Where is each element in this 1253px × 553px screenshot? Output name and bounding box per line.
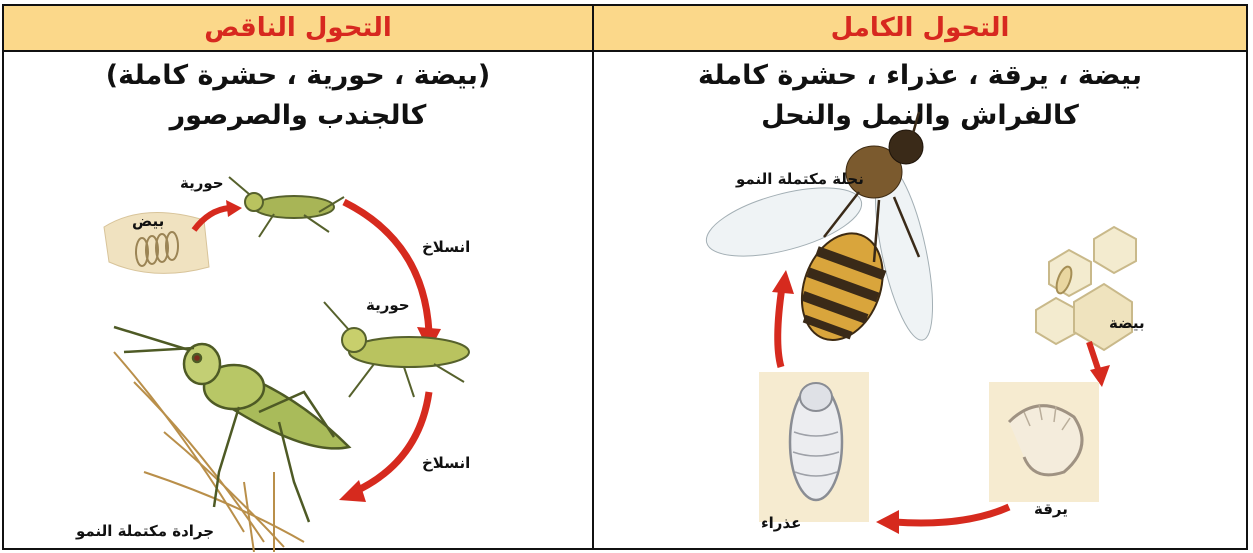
nymph-medium-icon	[324, 302, 469, 397]
label-larva: يرقة	[1034, 500, 1068, 518]
pupa-icon	[759, 372, 869, 522]
incomplete-metamorphosis-header: التحول الناقص	[4, 6, 594, 52]
arrow-larva-to-pupa	[894, 507, 1009, 523]
label-molt-2: انسلاخ	[422, 454, 470, 472]
bee-lifecycle-illustration	[594, 52, 1244, 552]
incomplete-metamorphosis-cell: (بيضة ، حورية ، حشرة كاملة) كالجندب والص…	[4, 52, 594, 548]
complete-metamorphosis-header: التحول الكامل	[594, 6, 1246, 52]
label-pupa: عذراء	[761, 514, 801, 532]
metamorphosis-table: التحول الناقص التحول الكامل (بيضة ، حوري…	[2, 4, 1248, 550]
complete-metamorphosis-title: التحول الكامل	[831, 13, 1010, 43]
label-molt-1: انسلاخ	[422, 238, 470, 256]
label-bee-egg: بيضة	[1109, 314, 1145, 332]
grasshopper-lifecycle-illustration	[4, 52, 592, 552]
label-egg: بيض	[132, 212, 164, 230]
adult-bee-icon	[699, 112, 944, 351]
label-nymph-2: حورية	[366, 296, 410, 314]
label-adult-bee: نحلة مكتملة النمو	[736, 170, 864, 188]
arrow-molt-2	[354, 392, 429, 492]
nymph-small-icon	[229, 177, 344, 237]
incomplete-metamorphosis-title: التحول الناقص	[204, 13, 391, 43]
label-adult-locust: جرادة مكتملة النمو	[76, 522, 214, 540]
complete-metamorphosis-cell: بيضة ، يرقة ، عذراء ، حشرة كاملة كالفراش…	[594, 52, 1246, 548]
label-nymph-1: حورية	[180, 174, 224, 192]
arrow-pupa-to-adult	[778, 287, 782, 367]
larva-icon	[989, 382, 1099, 502]
